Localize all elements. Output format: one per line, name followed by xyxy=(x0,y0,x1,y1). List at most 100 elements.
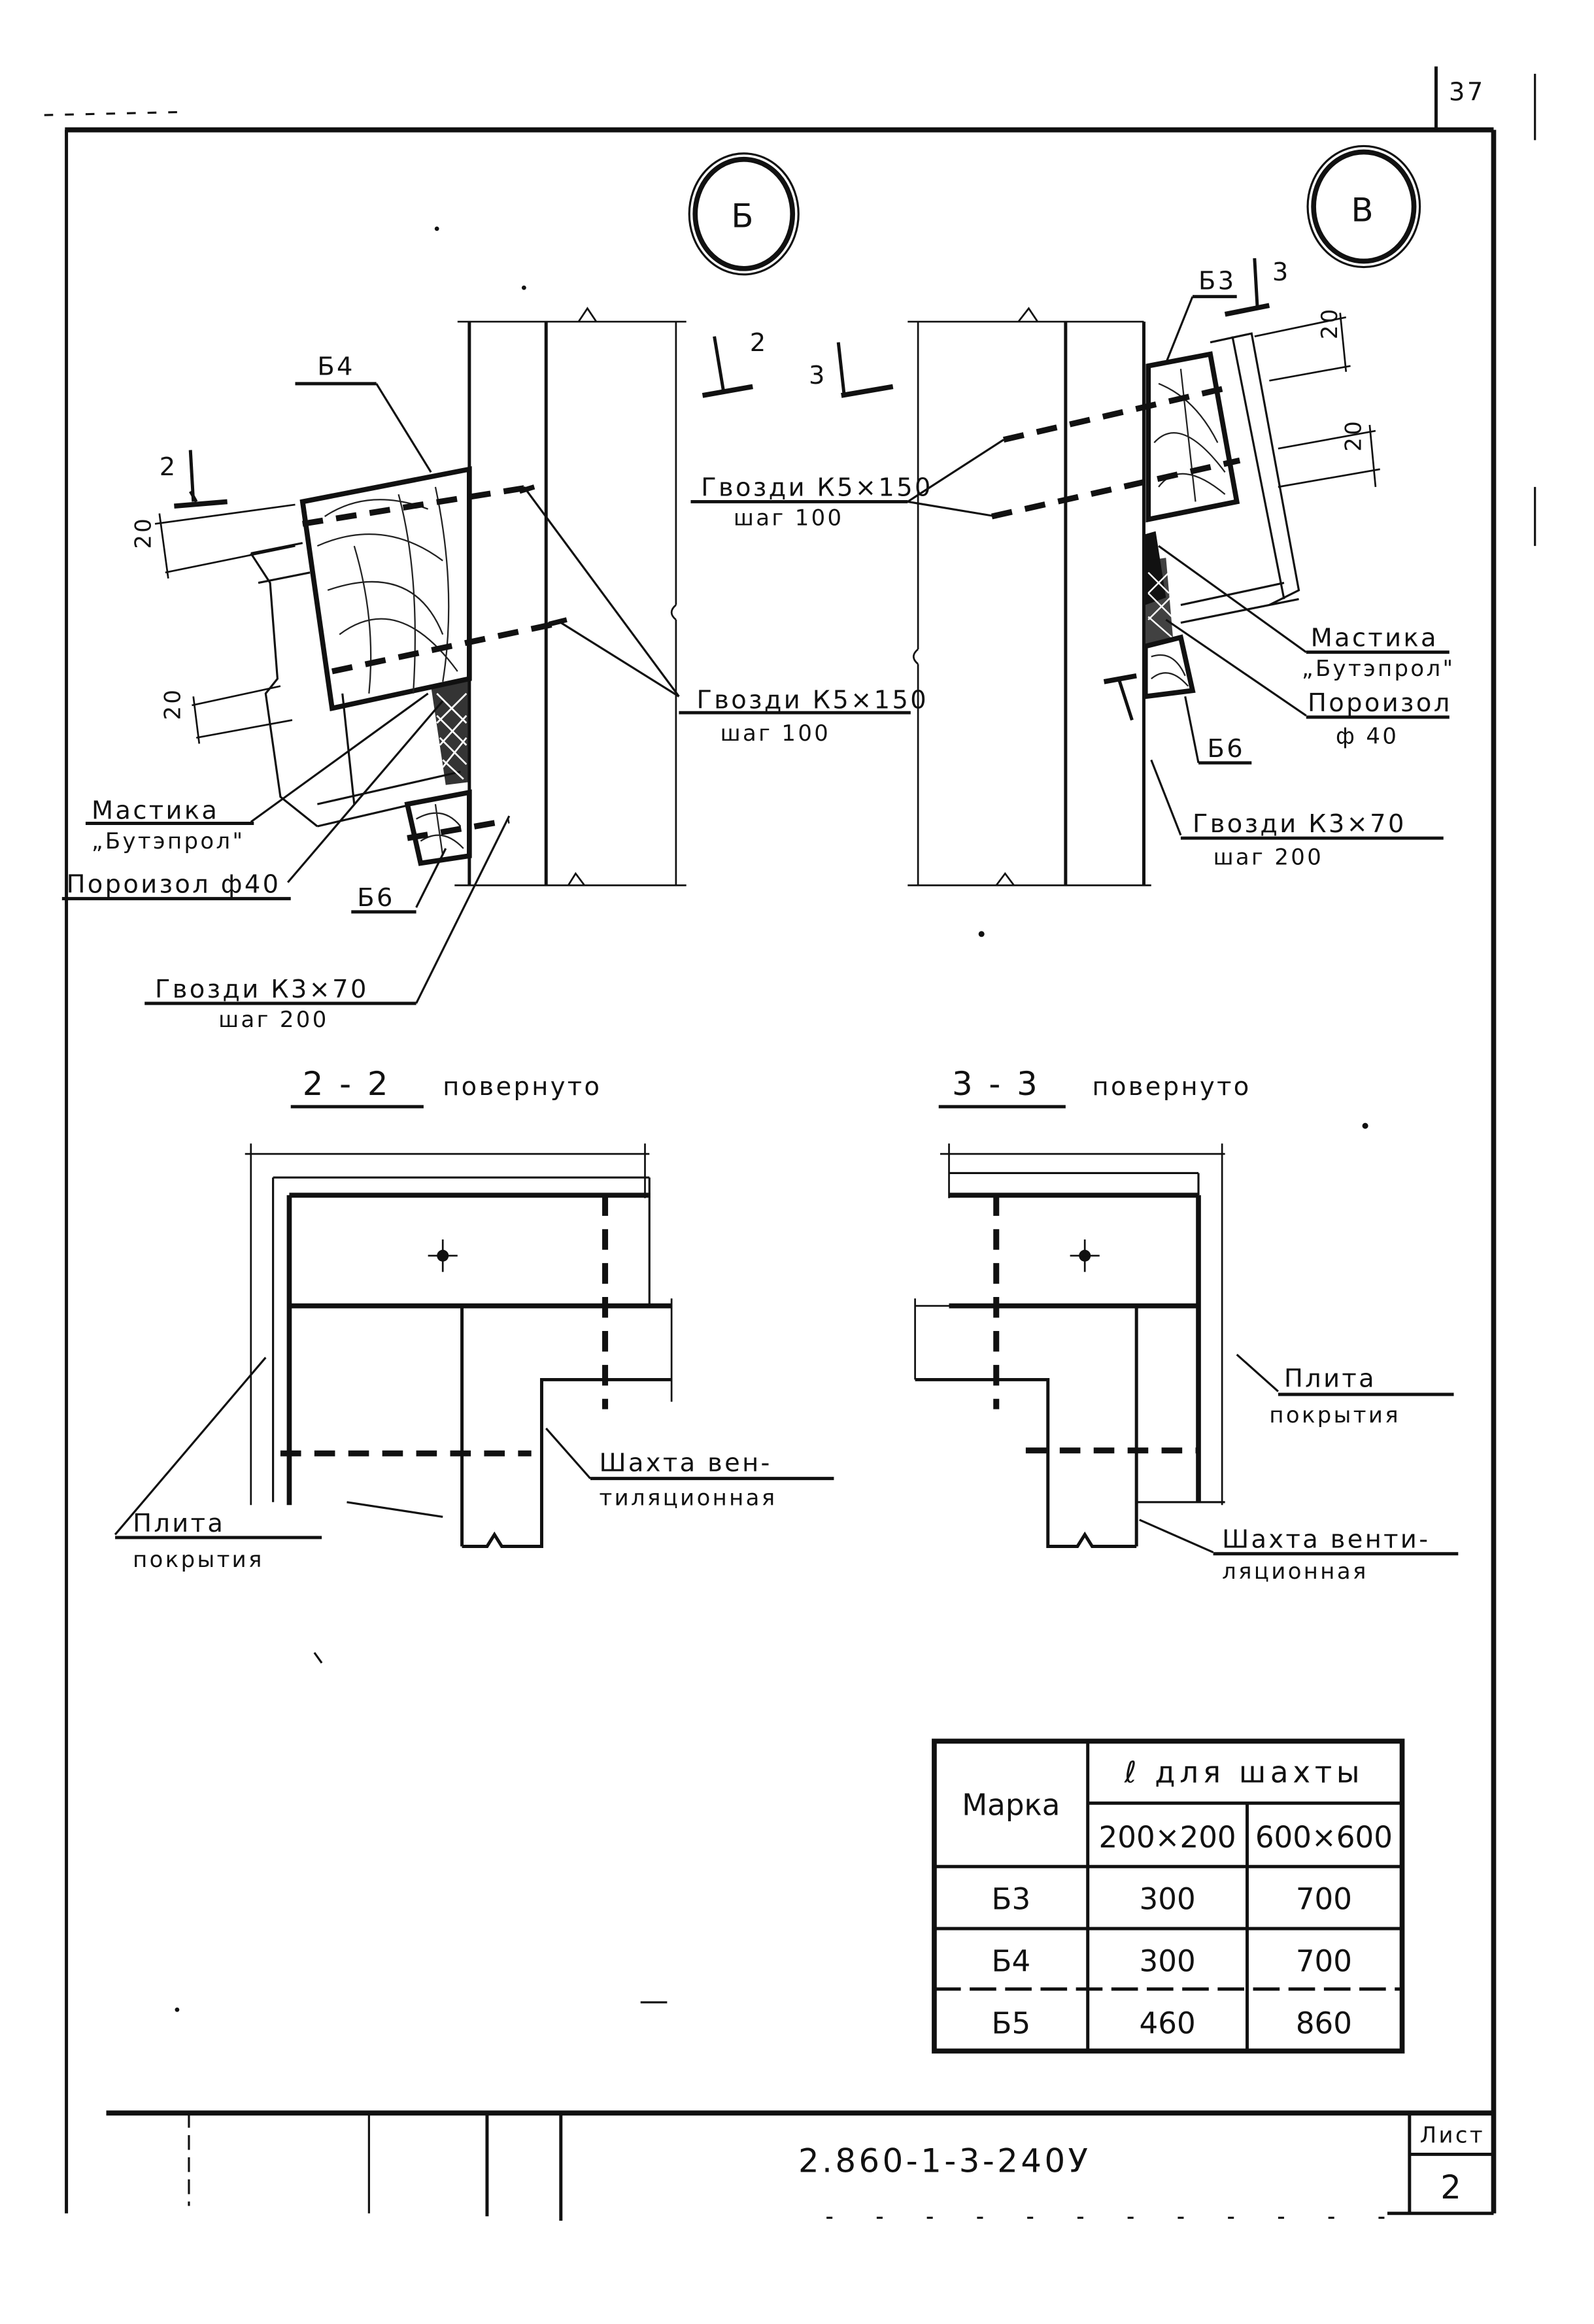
sheet-frame xyxy=(44,66,1536,2214)
section-2-2-title: 2 - 2 повернуто xyxy=(290,1065,602,1109)
detail-b: Б 2 2 xyxy=(61,152,928,1032)
svg-text:20: 20 xyxy=(1340,419,1366,452)
section-cut-2-right: 2 xyxy=(702,328,768,398)
detail-b-marker: Б xyxy=(688,152,800,276)
label-porizol-v: Порoизол ф 40 xyxy=(1306,688,1452,749)
label-mastic-b: Мастика „Бутэпрол" xyxy=(85,796,254,854)
svg-text:Гвозди К5×150: Гвозди К5×150 xyxy=(701,473,933,502)
svg-text:шаг 200: шаг 200 xyxy=(1213,845,1324,870)
svg-text:Б6: Б6 xyxy=(1208,734,1246,764)
label-nails-k5-b: Гвозди К5×150 шаг 100 xyxy=(679,685,928,746)
table-header-mark: Марка xyxy=(962,1787,1060,1822)
dimension-20-v-top: 20 xyxy=(1254,307,1351,382)
dimension-20-bottom: 20 xyxy=(160,685,293,744)
sheet-number: 2 xyxy=(1440,2168,1464,2206)
svg-text:Гвозди К3×70: Гвозди К3×70 xyxy=(155,975,369,1004)
svg-text:300: 300 xyxy=(1140,1944,1196,1979)
section-cut-3-right: 3 xyxy=(1224,258,1291,317)
svg-text:Б6: Б6 xyxy=(357,883,395,913)
svg-text:3: 3 xyxy=(809,361,827,390)
svg-text:20: 20 xyxy=(1317,307,1342,339)
svg-text:860: 860 xyxy=(1296,2006,1352,2040)
svg-text:Мастика: Мастика xyxy=(1311,624,1438,653)
svg-text:Порoизол ф40: Порoизол ф40 xyxy=(67,870,281,900)
table-row: Б4 300 700 xyxy=(991,1944,1351,1979)
svg-text:Плита: Плита xyxy=(133,1509,225,1538)
svg-text:повернуто: повернуто xyxy=(1092,1072,1251,1102)
label-slab-3-3: Плита покрытия xyxy=(1236,1353,1454,1428)
svg-text:Гвозди К5×150: Гвозди К5×150 xyxy=(696,685,928,715)
svg-text:3: 3 xyxy=(1272,258,1291,287)
detail-v: В 3 3 xyxy=(690,144,1453,886)
svg-text:Б4: Б4 xyxy=(991,1944,1030,1979)
svg-text:700: 700 xyxy=(1296,1882,1352,1917)
beam-b4: Б4 xyxy=(295,352,568,712)
table-row: Б3 300 700 xyxy=(991,1882,1351,1917)
beam-b3: Б3 xyxy=(991,266,1241,523)
svg-text:2: 2 xyxy=(160,452,178,482)
svg-text:ф 40: ф 40 xyxy=(1336,724,1399,749)
svg-text:Шахта венти-: Шахта венти- xyxy=(1222,1525,1430,1555)
svg-text:Б5: Б5 xyxy=(991,2006,1030,2040)
svg-text:Гвозди К3×70: Гвозди К3×70 xyxy=(1193,809,1406,839)
svg-text:20: 20 xyxy=(130,516,156,549)
section-cut-3-left: 3 xyxy=(809,342,894,398)
label-shaft-2-2: Шахта вен- тиляционная xyxy=(545,1427,834,1510)
porizol-seal xyxy=(431,679,469,785)
svg-text:20: 20 xyxy=(160,688,185,720)
part-label-b4: Б4 xyxy=(317,352,355,381)
detail-b-wall xyxy=(454,307,687,886)
label-b6-b: Б6 xyxy=(351,883,416,914)
svg-text:2: 2 xyxy=(750,328,768,358)
sheet-label: Лист xyxy=(1420,2122,1485,2147)
label-shaft-3-3: Шахта венти- ляционная xyxy=(1139,1519,1459,1584)
svg-text:300: 300 xyxy=(1140,1882,1196,1917)
svg-text:Порoизол: Порoизол xyxy=(1308,688,1452,718)
shaft-cap xyxy=(250,542,461,828)
section-3-3: 3 - 3 повернуто Плита xyxy=(914,1065,1459,1584)
table-subheader: 600×600 xyxy=(1255,1820,1393,1855)
svg-text:Шахта вен-: Шахта вен- xyxy=(600,1448,772,1477)
slab-v xyxy=(1180,332,1300,624)
label-b6-v: Б6 xyxy=(1198,734,1252,765)
svg-text:700: 700 xyxy=(1296,1944,1352,1979)
label-nails-k3-b: Гвозди К3×70 шаг 200 xyxy=(144,975,416,1032)
label-porizol-b: Порoизол ф40 xyxy=(61,870,291,901)
scan-artifacts xyxy=(175,226,1368,2012)
table-row: Б5 460 860 xyxy=(991,2006,1351,2040)
page-number: 37 xyxy=(1449,77,1485,107)
section-cut-2-left: 2 xyxy=(160,450,228,509)
label-slab-2-2: Плита покрытия xyxy=(114,1356,322,1572)
title-block: 2.860-1-3-240У Лист 2 xyxy=(106,2110,1494,2221)
porizol-seal-v xyxy=(1145,531,1174,647)
section-3-3-title: 3 - 3 повернуто xyxy=(938,1065,1251,1109)
svg-text:покрытия: покрытия xyxy=(1269,1402,1400,1428)
svg-text:шаг 100: шаг 100 xyxy=(721,720,831,746)
svg-text:шаг 100: шаг 100 xyxy=(734,505,844,531)
svg-text:В: В xyxy=(1351,192,1377,229)
svg-text:покрытия: покрытия xyxy=(133,1547,264,1572)
svg-text:Мастика: Мастика xyxy=(92,796,219,826)
section-2-2-drawing xyxy=(245,1143,673,1548)
section-3-3-drawing xyxy=(914,1143,1225,1548)
spec-table: Марка ℓ для шахты 200×200 600×600 Б3 300… xyxy=(932,1738,1405,2054)
svg-text:2 - 2: 2 - 2 xyxy=(303,1065,391,1103)
svg-text:3 - 3: 3 - 3 xyxy=(952,1065,1040,1103)
document-code: 2.860-1-3-240У xyxy=(798,2142,1091,2180)
svg-text:„Бутэпрол": „Бутэпрол" xyxy=(92,828,245,854)
section-2-2: 2 - 2 повернуто Плита xyxy=(114,1065,834,1572)
svg-text:повернуто: повернуто xyxy=(443,1072,602,1102)
label-nails-k5-v: Гвозди К5×150 шаг 100 xyxy=(690,473,933,531)
label-nails-k3-v: Гвозди К3×70 шаг 200 xyxy=(1180,809,1444,870)
detail-v-wall xyxy=(907,307,1151,886)
svg-text:460: 460 xyxy=(1140,2006,1196,2040)
leaders-v xyxy=(907,439,1307,836)
svg-text:Плита: Плита xyxy=(1284,1364,1376,1394)
part-label-b3: Б3 xyxy=(1198,266,1236,295)
leaders-b xyxy=(250,486,680,1004)
svg-text:Б: Б xyxy=(731,197,756,235)
svg-text:шаг 200: шаг 200 xyxy=(218,1007,329,1032)
dimension-20-top: 20 xyxy=(130,503,296,579)
svg-text:тиляционная: тиляционная xyxy=(600,1485,777,1510)
